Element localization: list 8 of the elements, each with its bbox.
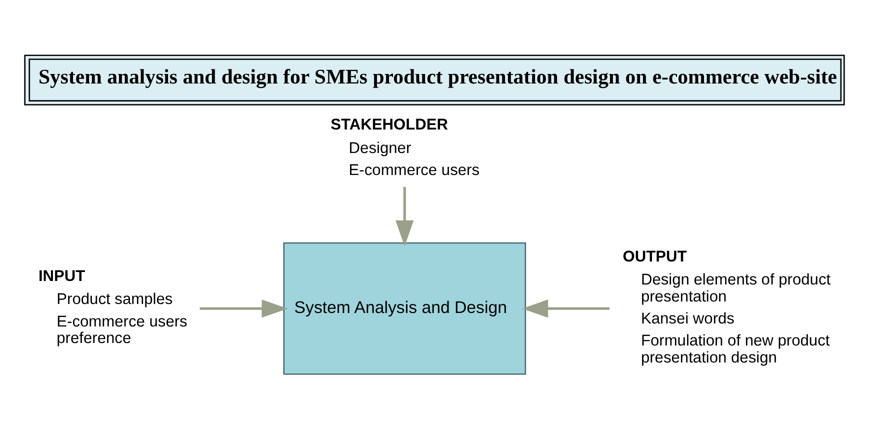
arrow xyxy=(522,298,610,318)
arrow xyxy=(396,186,414,246)
node-text: INPUT Product samples E-commerce users preference xyxy=(38,267,188,347)
node-text: STAKEHOLDER Designer E-commerce users xyxy=(330,116,480,178)
node-box: System Analysis and Design xyxy=(283,242,526,374)
arrow xyxy=(200,298,288,318)
node-text: OUTPUT Design elements of product presentation Kansei words Formulation of new product presentation design xyxy=(622,248,831,366)
diagram-title: System analysis and design for SMEs product presentation design on e-commerce web-site xyxy=(38,65,838,88)
